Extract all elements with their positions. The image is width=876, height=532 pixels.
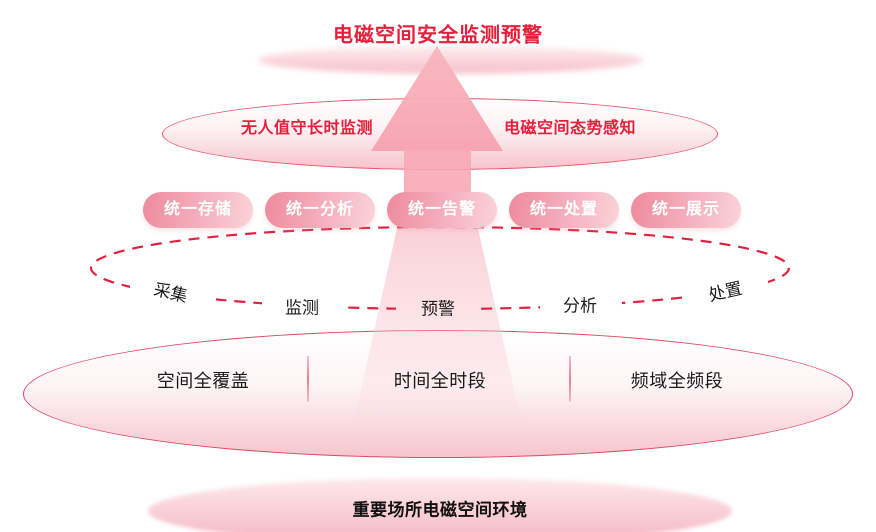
pill-unified-alert: 统一告警	[387, 192, 497, 228]
capability-separator-left	[307, 356, 309, 402]
base-environment-label: 重要场所电磁空间环境	[352, 500, 528, 520]
capability-space-coverage: 空间全覆盖	[156, 371, 250, 391]
arrow-shaft	[404, 149, 471, 197]
level2-left-label: 无人值守长时监测	[240, 120, 374, 137]
capability-frequency-coverage: 频域全频段	[630, 371, 724, 391]
process-label-warn: 预警	[421, 299, 455, 319]
capability-separator-right	[569, 356, 571, 402]
process-label-analyze: 分析	[563, 296, 597, 316]
base-ellipse	[148, 478, 732, 532]
pill-unified-storage: 统一存储	[143, 192, 253, 228]
process-label-monitor: 监测	[285, 298, 319, 318]
capability-time-coverage: 时间全时段	[393, 371, 487, 391]
arrow-beam	[344, 197, 531, 466]
level2-right-label: 电磁空间态势感知	[503, 120, 637, 137]
diagram-title: 电磁空间安全监测预警	[333, 24, 543, 47]
pill-unified-analysis: 统一分析	[265, 192, 375, 228]
pill-unified-handling: 统一处置	[509, 192, 619, 228]
pill-unified-display: 统一展示	[631, 192, 741, 228]
arrow-head	[371, 46, 503, 151]
